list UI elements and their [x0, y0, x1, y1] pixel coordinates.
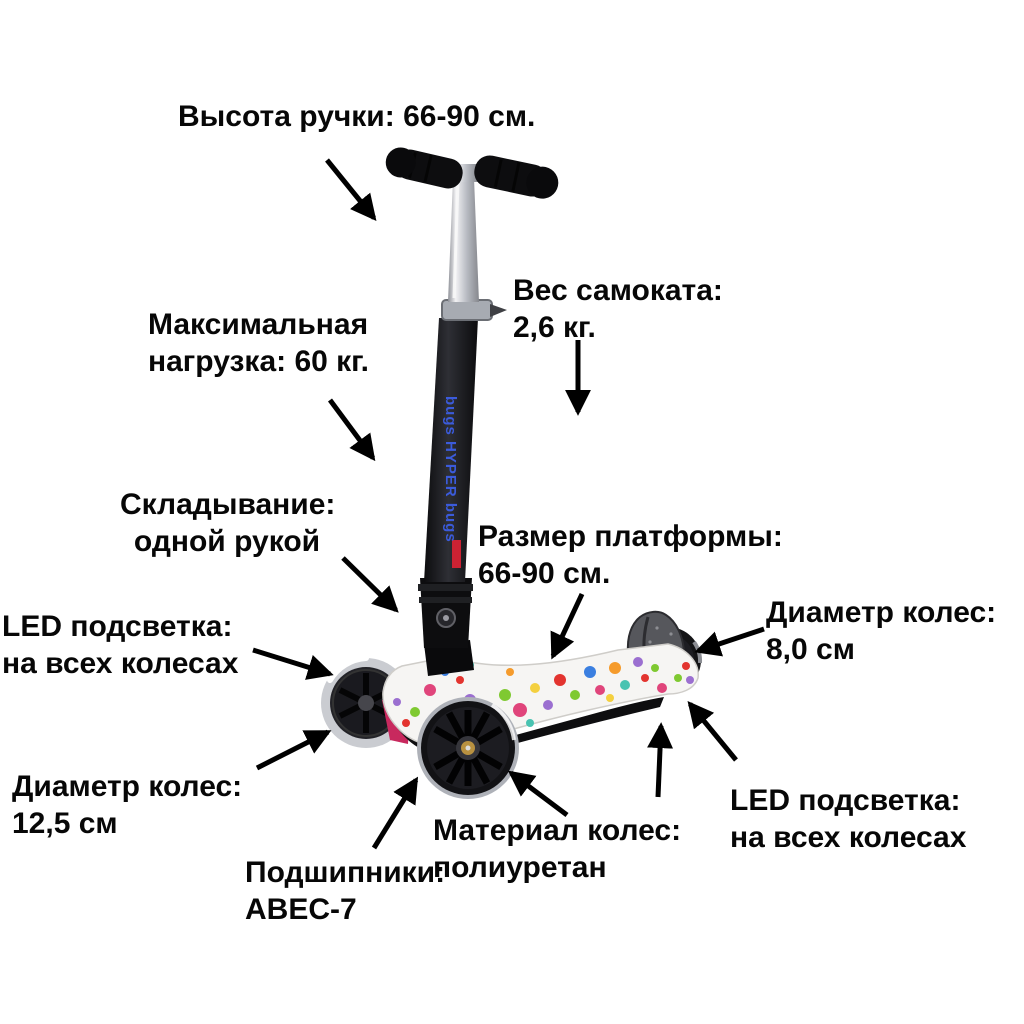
label-led-left-line2: на всех колесах — [2, 647, 239, 680]
handlebar — [385, 147, 559, 199]
deck-underside — [396, 697, 664, 757]
label-platform-size-line2: 66-90 см. — [478, 557, 611, 590]
label-wheel-material: Материал колес: полиуретан — [433, 812, 681, 886]
label-max-load: Максимальная нагрузка: 60 кг. — [148, 306, 369, 380]
arrow-wheel-material-front — [507, 770, 569, 817]
label-weight-line1: Вес самоката: — [513, 274, 723, 307]
label-weight-line2: 2,6 кг. — [513, 311, 596, 344]
folding-mechanism — [418, 578, 473, 648]
label-led-right-line2: на всех колесах — [730, 821, 967, 854]
stem-sticker — [452, 540, 461, 568]
label-folding: Складывание: одной рукой — [120, 486, 336, 560]
left-grip — [385, 147, 463, 189]
arrow-folding — [341, 556, 399, 613]
stem: bugs HYPER bugs — [424, 318, 478, 582]
scooter: bugs HYPER bugs — [321, 147, 703, 799]
label-bearings-line2: ABEC-7 — [245, 893, 357, 926]
stem-brand-text: bugs HYPER bugs — [442, 396, 459, 543]
arrow-handle-height — [325, 158, 377, 222]
arrow-wheel-diameter-front — [255, 729, 332, 771]
label-wheel-diameter-front-line1: Диаметр колес: — [12, 770, 243, 803]
stem-junction — [424, 640, 474, 676]
arrow-led-right — [687, 700, 738, 762]
front-wheel-near — [417, 697, 519, 799]
label-led-right: LED подсветка: на всех колесах — [730, 782, 966, 856]
arrow-wheel-material-rear — [647, 722, 674, 798]
label-max-load-line2: нагрузка: 60 кг. — [148, 345, 370, 378]
label-folding-line1: Складывание: — [120, 488, 336, 521]
label-wheel-diameter-rear-line2: 8,0 см — [766, 633, 855, 666]
label-platform-size-line1: Размер платформы: — [478, 520, 783, 553]
annotation-arrows — [252, 158, 765, 850]
label-led-left: LED подсветка: на всех колесах — [2, 608, 238, 682]
label-handle-height-text: Высота ручки: 66-90 см. — [178, 100, 536, 133]
arrow-led-left — [252, 647, 334, 680]
chrome-post — [448, 178, 479, 302]
label-handle-height: Высота ручки: 66-90 см. — [178, 98, 535, 135]
label-wheel-material-line2: полиуретан — [433, 851, 607, 884]
label-led-right-line1: LED подсветка: — [730, 784, 961, 817]
label-wheel-diameter-front-line2: 12,5 см — [12, 807, 118, 840]
label-wheel-diameter-rear-line1: Диаметр колес: — [766, 596, 997, 629]
label-bearings-line1: Подшипники: — [245, 856, 446, 889]
arrow-platform-size — [550, 592, 585, 660]
label-platform-size: Размер платформы: 66-90 см. — [478, 518, 783, 592]
label-max-load-line1: Максимальная — [148, 308, 369, 341]
label-folding-line2: одной рукой — [133, 525, 321, 558]
right-grip — [474, 155, 559, 199]
label-weight: Вес самоката: 2,6 кг. — [513, 272, 723, 346]
label-wheel-diameter-rear: Диаметр колес: 8,0 см — [766, 594, 996, 668]
label-led-left-line1: LED подсветка: — [2, 610, 233, 643]
label-wheel-diameter-front: Диаметр колес: 12,5 см — [12, 768, 242, 842]
label-bearings: Подшипники: ABEC-7 — [245, 854, 445, 928]
fold-clamp — [441, 299, 507, 321]
arrow-max-load — [327, 398, 376, 462]
arrow-wheel-diameter-rear — [694, 626, 765, 657]
arrow-bearings — [371, 776, 419, 850]
label-wheel-material-line1: Материал колес: — [433, 814, 682, 847]
